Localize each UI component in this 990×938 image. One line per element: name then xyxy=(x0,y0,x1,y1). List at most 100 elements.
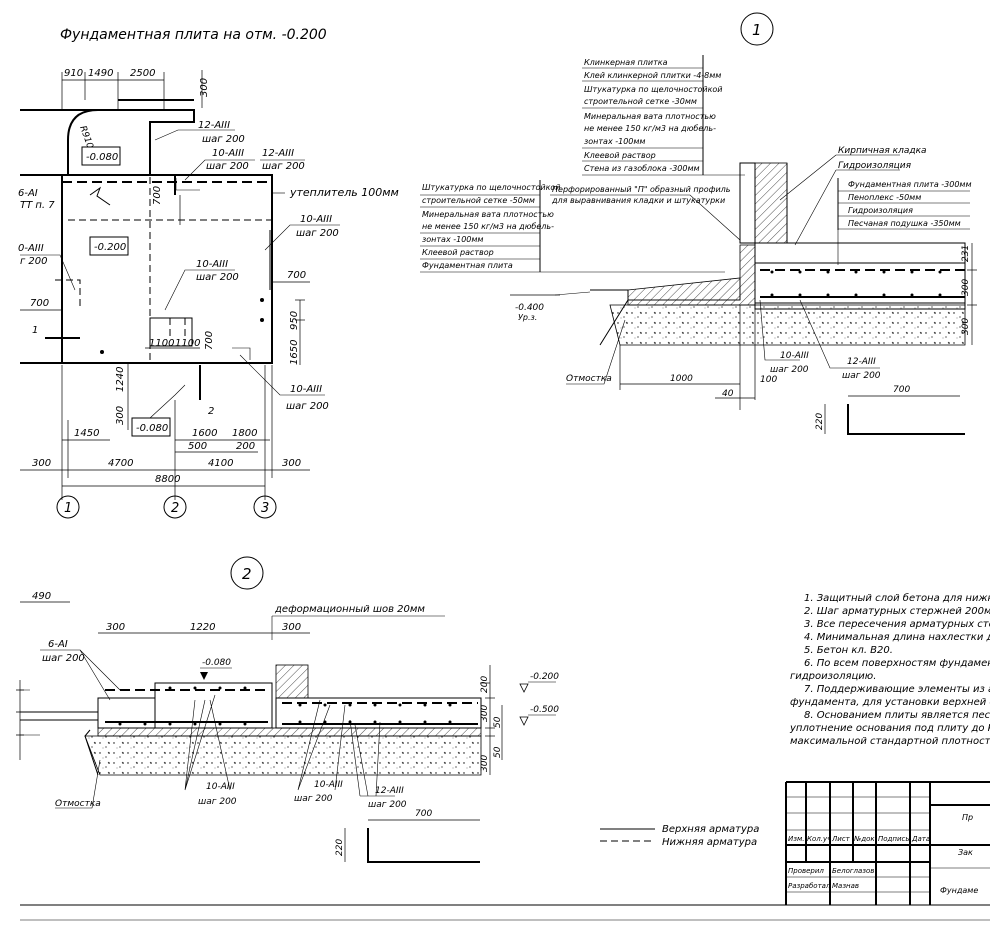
s2-dim-300a: 300 xyxy=(480,705,490,722)
foundation-plan: Фундаментная плита на отм. -0.200 910 14… xyxy=(18,27,399,519)
dim-700-vert: 700 xyxy=(152,186,163,205)
wall-layer-5: Минеральная вата плотностью xyxy=(584,112,716,121)
level-minus-0200: -0.200 xyxy=(94,242,126,253)
s2-rebar10b-step: шаг 200 xyxy=(294,794,333,804)
legend-bottom-rebar: Нижняя арматура xyxy=(662,837,757,848)
note-6: 6. По всем поверхностям фундамент xyxy=(804,658,990,669)
section-1: 1 Клинкерная плитка Клей клинкерной плит… xyxy=(420,12,977,435)
s1-rebar10-label: 10-AIII xyxy=(780,351,809,361)
s2-rebar12-step: шаг 200 xyxy=(368,800,407,810)
stamp-developed-role: Разработал xyxy=(788,882,831,890)
stamp-h-izm: Изм. xyxy=(788,835,804,843)
wall-layer-1: Клинкерная плитка xyxy=(584,58,668,67)
rebar-10e-label: 10-AIII xyxy=(290,384,322,395)
s1-hook-700: 700 xyxy=(893,385,910,395)
note-2: 2. Шаг арматурных стержней 200мм. xyxy=(804,606,990,617)
dim-300-s2: 300 xyxy=(106,622,125,633)
s2-rebar10b-label: 10-AIII xyxy=(314,780,343,790)
note-8b: уплотнение основания под плиту до Ку xyxy=(789,723,990,734)
base-layer-4: не менее 150 кг/м3 на дюбель- xyxy=(422,222,554,231)
section-mark-2: 2 xyxy=(208,406,214,417)
axis-1: 1 xyxy=(64,501,72,516)
s2-level-0500: -0.500 xyxy=(530,705,559,715)
joint-label: деформационный шов 20мм xyxy=(274,604,425,615)
rebar-12a-step: шаг 200 xyxy=(202,134,245,145)
dim-910: 910 xyxy=(64,68,83,79)
slab-layer-1: Фундаментная плита -300мм xyxy=(848,180,972,189)
s2-rebar12-label: 12-AIII xyxy=(375,786,404,796)
level-minus-0080-b: -0.080 xyxy=(136,423,168,434)
wall-layer-6: не менее 150 кг/м3 на дюбель- xyxy=(584,124,716,133)
rebar-12a-label: 12-AIII xyxy=(198,120,230,131)
brick-label: Кирпичная кладка xyxy=(838,146,927,156)
note-7b: фундамента, для установки верхней сетки xyxy=(790,697,990,708)
dim-500: 500 xyxy=(188,441,207,452)
dim-1800: 1800 xyxy=(232,428,257,439)
level-ground: Ур.з. xyxy=(518,313,537,322)
base-layer-1: Штукатурка по щелочностойкой xyxy=(422,183,561,192)
dim-100: 100 xyxy=(760,375,777,385)
title-block: Изм. Кол.уч Лист №док. Подпись Дата Пров… xyxy=(785,781,990,905)
s2-dim-200: 200 xyxy=(480,676,490,693)
dim-1100-a: 1100 xyxy=(149,338,174,349)
rebar-10d-label: 10-AIII xyxy=(196,259,228,270)
rebar-10c-label: 10-AIII xyxy=(300,214,332,225)
section-mark-1: 1 xyxy=(32,325,38,336)
s1-rebar10-step: шаг 200 xyxy=(770,365,809,375)
s2-dim-300b: 300 xyxy=(480,755,490,772)
note-3: 3. Все пересечения арматурных стер xyxy=(804,619,990,630)
stamp-developed-name: Мазнав xyxy=(832,882,859,890)
wall-layers-table: Клинкерная плитка Клей клинкерной плитки… xyxy=(582,55,745,176)
stamp-checked-name: Белоглазов xyxy=(832,867,874,875)
note-5: 5. Бетон кл. B20. xyxy=(804,645,893,656)
stamp-h-list: Лист xyxy=(831,835,851,843)
rebar-10c-step: шаг 200 xyxy=(296,228,339,239)
dim-1650: 1650 xyxy=(289,340,300,365)
axis-2: 2 xyxy=(171,501,179,516)
radius-label: R910 xyxy=(77,125,95,151)
profile-note-2: для выравнивания кладки и штукатурки xyxy=(551,196,725,205)
rebar-10a-step: шаг 200 xyxy=(206,161,249,172)
rebar-10a-label: 10-AIII xyxy=(212,148,244,159)
rebar-10e-step: шаг 200 xyxy=(286,401,329,412)
s2-dim-50a: 50 xyxy=(493,716,503,728)
s2-rebar10a-label: 10-AIII xyxy=(206,782,235,792)
base-layer-2: строительной сетке -50мм xyxy=(422,196,535,205)
dim-1240: 1240 xyxy=(115,367,126,392)
legend-top-rebar: Верхняя арматура xyxy=(662,824,759,835)
stamp-right-2: Зак xyxy=(958,848,973,857)
dim-1490: 1490 xyxy=(88,68,113,79)
dim-1100-b: 1100 xyxy=(175,338,200,349)
rebar-12b-step: шаг 200 xyxy=(262,161,305,172)
notes: 1. Защитный слой бетона для нижне 2. Шаг… xyxy=(789,592,990,747)
wall-layer-7: зонтах -100мм xyxy=(584,137,645,146)
dim-700-right: 700 xyxy=(287,270,306,281)
stamp-h-data: Дата xyxy=(911,835,930,843)
note-6b: гидроизоляцию. xyxy=(790,671,876,682)
dim-300-s2b: 300 xyxy=(282,622,301,633)
s2-rebar6-label: 6-AI xyxy=(48,639,68,650)
wall-layer-2: Клей клинкерной плитки -4-8мм xyxy=(584,71,721,80)
dim-4100: 4100 xyxy=(208,458,233,469)
left-label-aiii: 0-AIII xyxy=(18,243,44,254)
base-layer-3: Минеральная вата плотностью xyxy=(422,210,554,219)
dim-40: 40 xyxy=(722,389,734,399)
section-1-circle: 1 xyxy=(752,21,762,39)
dim-1000: 1000 xyxy=(670,374,693,384)
insulation-label: утеплитель 100мм xyxy=(289,186,399,199)
note-7: 7. Поддерживающие элементы из армату xyxy=(804,684,990,695)
stamp-checked-role: Проверил xyxy=(788,867,824,875)
note-8: 8. Основанием плиты является песо xyxy=(804,710,990,721)
rebar-10d-step: шаг 200 xyxy=(196,272,239,283)
dim-1450: 1450 xyxy=(74,428,99,439)
note-1: 1. Защитный слой бетона для нижне xyxy=(804,592,990,604)
s2-hook-700: 700 xyxy=(415,809,432,819)
s2-level-0200: -0.200 xyxy=(530,672,559,682)
dim-231: 231 xyxy=(961,245,971,262)
dim-300-s1a: 300 xyxy=(961,279,971,296)
rebar-12b-label: 12-AIII xyxy=(262,148,294,159)
left-label-step: г 200 xyxy=(20,256,48,267)
dim-1600: 1600 xyxy=(192,428,217,439)
s1-rebar12-label: 12-AIII xyxy=(847,357,876,367)
